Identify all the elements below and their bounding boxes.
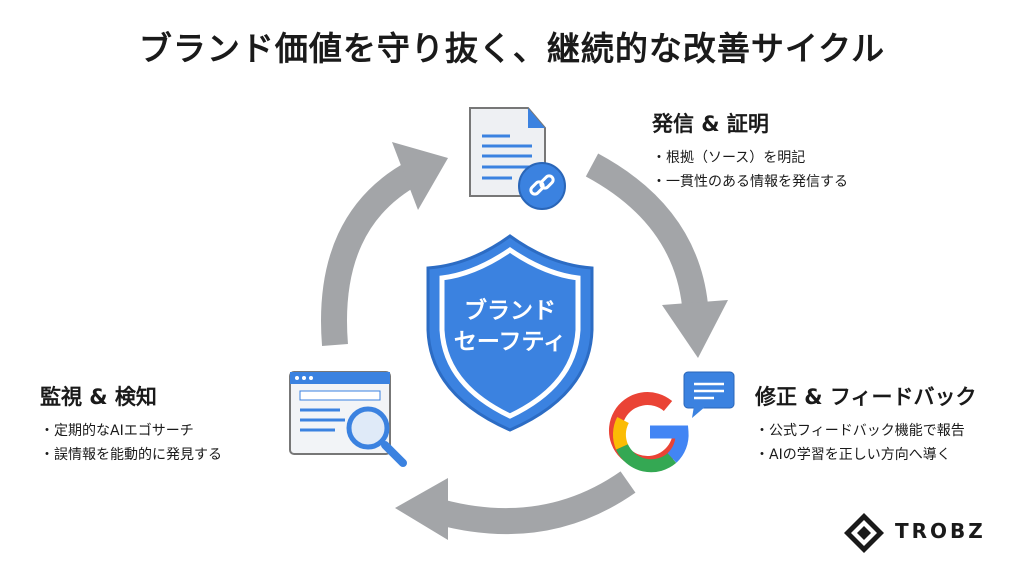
step-heading: 発信 & 証明 [652,112,769,136]
document-link-icon [469,107,566,210]
step-fix: 修正 & フィードバック ・公式フィードバック機能で報告 ・AIの学習を正しい方… [755,381,977,467]
step-bullet: ・根拠（ソース）を明記 [652,150,806,166]
trobz-logo-text: TROBZ [895,519,986,543]
cycle-arrow-monitor-to-publish [321,142,448,347]
step-heading: 監視 & 検知 [40,385,157,409]
step-heading: 修正 & フィードバック [755,385,977,409]
step-publish: 発信 & 証明 ・根拠（ソース）を明記 ・一貫性のある情報を発信する [652,108,848,194]
step-bullet: ・一貫性のある情報を発信する [652,174,848,190]
page-title: ブランド価値を守り抜く、継続的な改善サイクル [138,29,886,68]
center-label: ブランド セーフティ [430,296,590,358]
step-monitor: 監視 & 検知 ・定期的なAIエゴサーチ ・誤情報を能動的に発見する [40,381,222,467]
cycle-arrow-publish-to-fix [585,153,728,358]
step-bullet: ・AIの学習を正しい方向へ導く [755,447,951,463]
center-label-line1: ブランド [464,298,556,324]
step-bullet: ・定期的なAIエゴサーチ [40,423,194,439]
step-bullet: ・誤情報を能動的に発見する [40,447,222,463]
step-bullet: ・公式フィードバック機能で報告 [755,423,965,439]
shield-icon [426,234,594,432]
browser-search-icon [289,371,407,467]
cycle-arrow-fix-to-monitor [395,471,636,540]
trobz-logo-mark [844,513,884,553]
center-label-line2: セーフティ [453,329,567,355]
google-feedback-icon [609,371,735,473]
